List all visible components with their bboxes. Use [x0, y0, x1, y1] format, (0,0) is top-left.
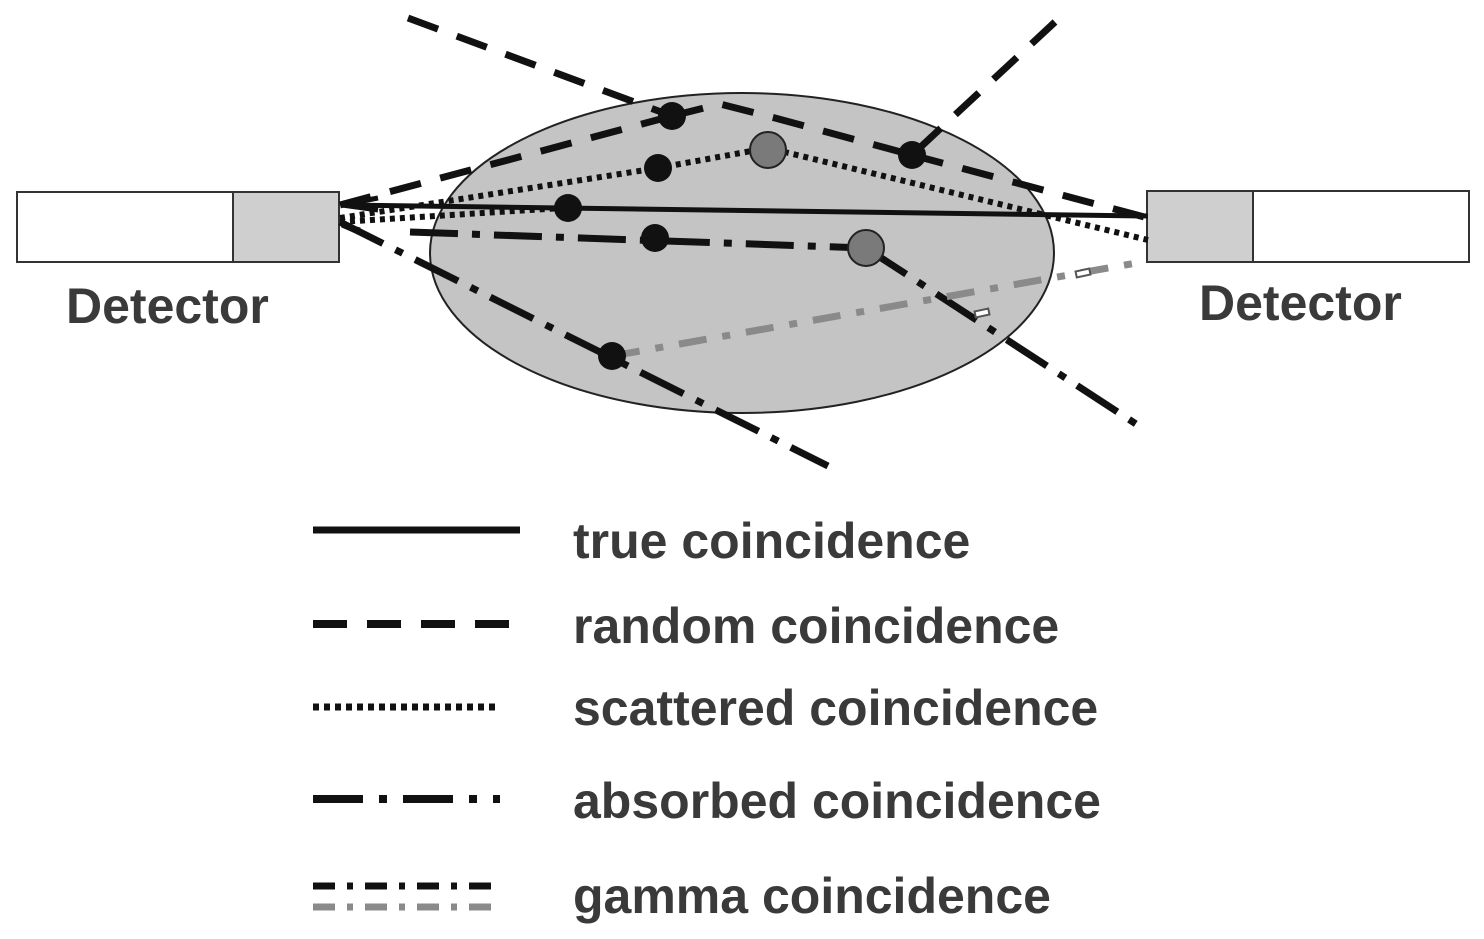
annihilation-point — [598, 342, 626, 370]
right-detector — [1146, 190, 1470, 263]
right-detector-label: Detector — [1199, 275, 1402, 331]
absorption-point — [847, 229, 885, 267]
left-detector-body — [16, 191, 236, 263]
annihilation-point — [644, 154, 672, 182]
annihilation-point — [658, 102, 686, 130]
legend-label-absorbed: absorbed coincidence — [573, 773, 1101, 829]
scatter-point — [749, 131, 787, 169]
legend-label-true: true coincidence — [573, 513, 970, 569]
legend-label-gamma: gamma coincidence — [573, 868, 1051, 924]
annihilation-points — [554, 102, 926, 370]
legend-label-random: random coincidence — [573, 598, 1059, 654]
absorbed-coincidence-lines — [338, 218, 1138, 470]
scatter-points — [749, 131, 885, 267]
left-detector-crystal — [232, 191, 340, 263]
annihilation-point — [641, 224, 669, 252]
annihilation-point — [554, 194, 582, 222]
left-detector — [16, 191, 340, 263]
right-detector-crystal — [1146, 190, 1256, 263]
gamma-coincidence-line — [611, 258, 1143, 360]
random-coincidence-lines — [339, 14, 1149, 222]
legend-label-scattered: scattered coincidence — [573, 680, 1098, 736]
left-detector-label: Detector — [66, 278, 269, 334]
right-detector-body — [1252, 190, 1470, 263]
patient-ellipse — [429, 92, 1055, 414]
scattered-coincidence-lines — [339, 144, 1149, 243]
legend-swatch-gamma — [313, 882, 500, 911]
legend: true coincidence random coincidence scat… — [313, 513, 1101, 924]
annihilation-point — [898, 141, 926, 169]
gamma-marker — [1074, 267, 1092, 279]
gamma-marker — [973, 307, 991, 319]
